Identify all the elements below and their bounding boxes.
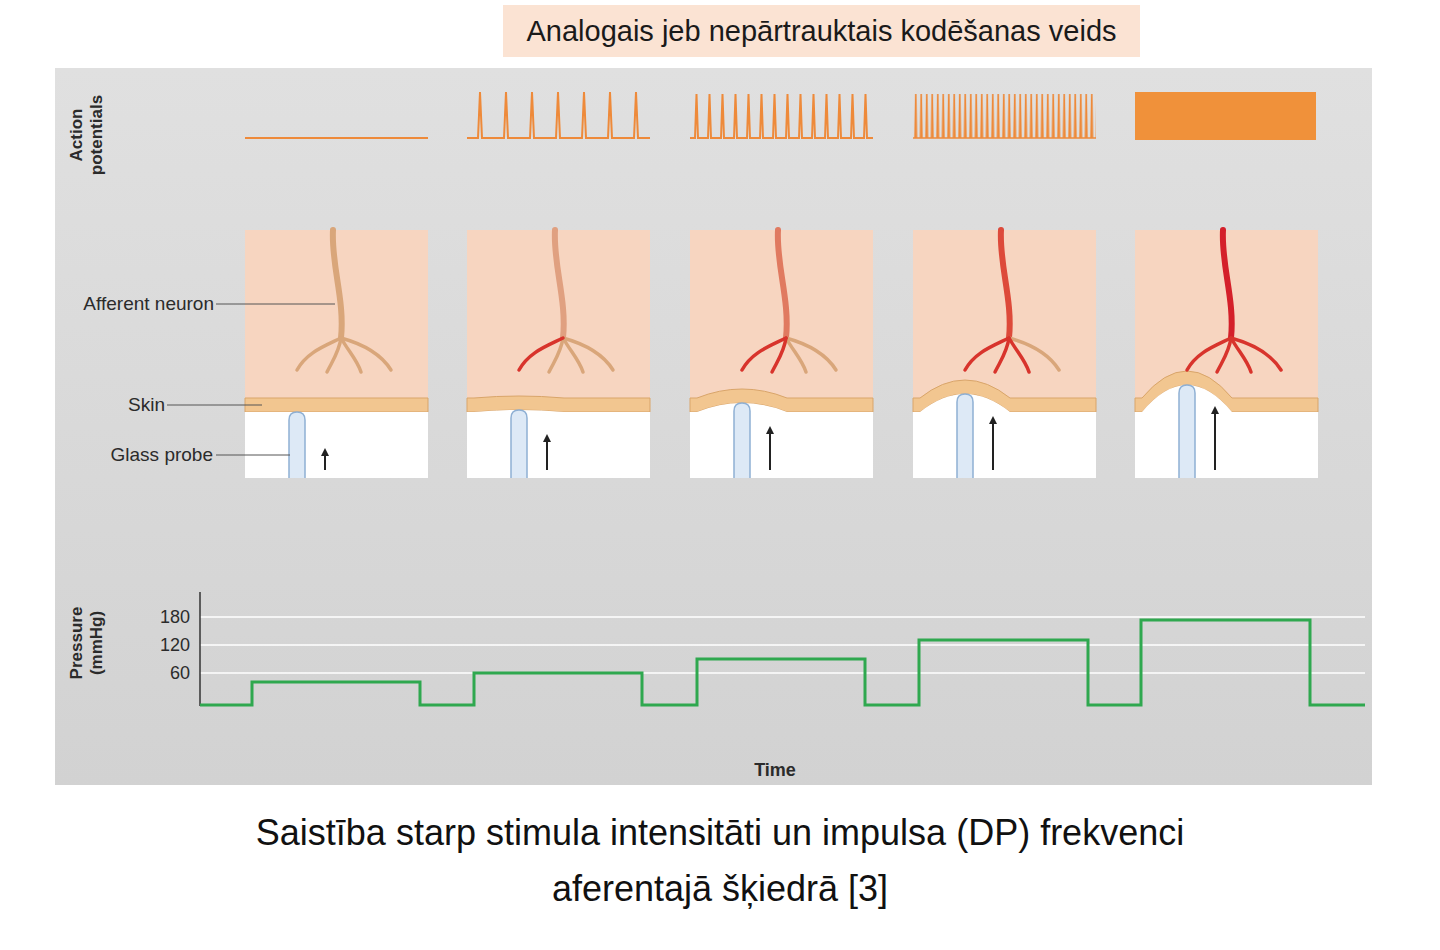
arrow-head <box>321 448 329 456</box>
force-arrow <box>324 454 326 470</box>
air-gap <box>245 412 428 478</box>
skin-panel <box>1135 230 1318 478</box>
axis-label: Time <box>725 758 825 782</box>
part-label: Glass probe <box>60 443 213 467</box>
ap-trace <box>690 90 873 140</box>
neuron-trunk <box>555 230 564 338</box>
leader-line <box>216 455 290 456</box>
tissue <box>690 230 873 478</box>
ap-trace <box>467 90 650 140</box>
leader-line <box>167 405 262 406</box>
arrow-head <box>1211 406 1219 414</box>
ap-trace <box>913 90 1096 140</box>
tick-label: 120 <box>140 634 190 656</box>
part-label: Afferent neuron <box>40 292 214 316</box>
figure-panel <box>55 68 1372 785</box>
glass-probe <box>289 412 305 478</box>
neuron-trunk <box>778 230 787 338</box>
neuron-branch <box>1231 338 1281 370</box>
tissue <box>1135 230 1318 478</box>
air-gap <box>690 403 873 478</box>
pressure-trace <box>200 620 1365 705</box>
skin-layer <box>467 396 650 412</box>
tick-label: 60 <box>140 662 190 684</box>
air-gap <box>467 410 650 478</box>
glass-probe <box>1179 385 1195 478</box>
force-arrow <box>1214 412 1216 470</box>
neuron-trunk <box>333 230 342 338</box>
skin-panel <box>690 230 873 478</box>
ap-trace <box>245 137 428 139</box>
arrow-head <box>989 416 997 424</box>
tissue <box>913 230 1096 478</box>
skin-panel <box>245 230 428 478</box>
neuron-branch <box>1217 338 1231 372</box>
grid-line <box>200 616 1365 618</box>
neuron-branch <box>327 338 341 372</box>
force-arrow <box>992 422 994 470</box>
grid-line <box>200 672 1365 674</box>
arrow-head <box>766 426 774 434</box>
skin-layer <box>245 398 428 412</box>
leader-line <box>216 304 335 305</box>
neuron-branch <box>1009 338 1059 370</box>
tick-label: 180 <box>140 606 190 628</box>
arrow-head <box>543 434 551 442</box>
title-text: Analogais jeb nepārtrauktais kodēšanas v… <box>503 5 1140 57</box>
skin-panel <box>467 230 650 478</box>
neuron-branch <box>772 338 786 372</box>
force-arrow <box>769 432 771 470</box>
glass-probe <box>957 394 973 478</box>
axis-label: Pressure (mmHg) <box>65 588 109 698</box>
neuron-branch <box>341 338 391 370</box>
neuron-branch <box>519 338 563 370</box>
air-gap <box>913 394 1096 478</box>
neuron-trunk <box>1001 230 1010 338</box>
grid-line <box>200 644 1365 646</box>
part-label: Skin <box>80 393 165 417</box>
neuron-trunk <box>1223 230 1232 338</box>
force-arrow <box>546 440 548 470</box>
caption-text: Saistība starp stimula intensitāti un im… <box>180 805 1260 917</box>
glass-probe <box>734 403 750 478</box>
ap-trace <box>1135 92 1316 140</box>
air-gap <box>1135 385 1318 478</box>
y-axis <box>199 592 201 706</box>
tissue <box>245 230 428 478</box>
skin-panel <box>913 230 1096 478</box>
neuron-branch <box>1009 338 1029 372</box>
neuron-branch <box>995 338 1009 372</box>
neuron-branch <box>786 338 836 370</box>
neuron-branch <box>563 338 613 370</box>
axis-label: Action potentials <box>65 80 109 190</box>
tissue <box>467 230 650 478</box>
glass-probe <box>511 410 527 478</box>
